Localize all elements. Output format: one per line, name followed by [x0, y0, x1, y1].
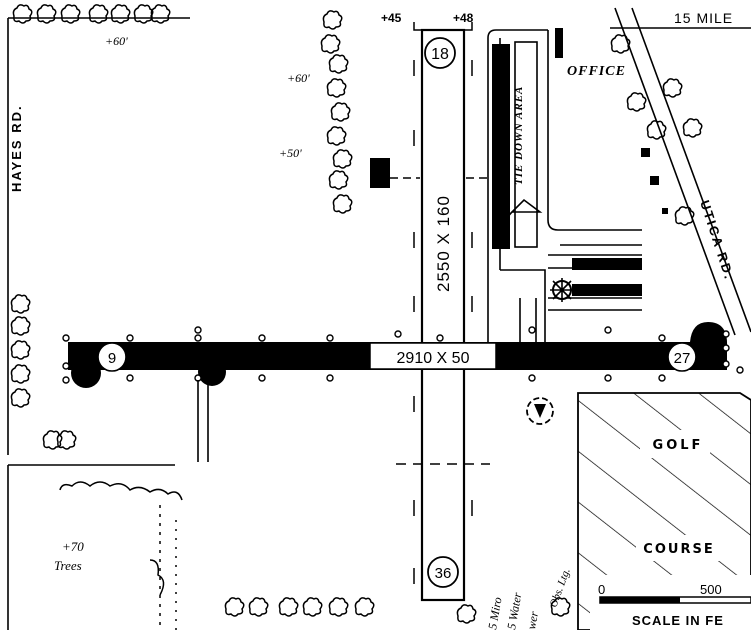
labels: HAYES RD. 15 MILE UTICA RD. +45 +48 18 3…: [9, 10, 737, 630]
bottom-note-3: wer: [524, 610, 541, 630]
office-label: OFFICE: [567, 64, 626, 79]
runway-lights: [62, 326, 744, 384]
runway-9-label: 9: [108, 350, 116, 367]
elevation-right-label: +48: [453, 11, 474, 25]
golf-label: GOLF: [653, 438, 704, 453]
beacon-icon: [550, 278, 574, 302]
runway-9-27-dimensions: 2910 X 50: [397, 350, 470, 367]
runway-27-label: 27: [674, 350, 691, 367]
obstruction-height-3: +50': [279, 146, 302, 160]
buildings: [370, 148, 668, 214]
trees-height-label: +70: [62, 539, 84, 554]
runway-18-marker: [424, 37, 456, 69]
wind-tee-icon: [497, 198, 543, 229]
elevation-left-label: +45: [381, 11, 402, 25]
obstruction-height-2: +60': [287, 71, 310, 85]
scale-zero: 0: [598, 582, 605, 597]
bottom-note-2: 5 Water: [504, 591, 524, 630]
hangar-building: [370, 158, 390, 188]
utica-rd-label: UTICA RD.: [697, 198, 737, 282]
bottom-note-1: 5 Miro: [485, 596, 504, 630]
segmented-circle-icon: [526, 397, 554, 425]
runway-9-27-label-box: [369, 342, 497, 370]
runway-18-36: [390, 22, 490, 602]
course-label: COURSE: [643, 542, 714, 557]
runway-36-label: 36: [435, 565, 452, 582]
scale-bar: [599, 596, 751, 604]
runway-9-27: [68, 322, 728, 388]
scale-500: 500: [700, 582, 722, 597]
scale-caption: SCALE IN FE: [632, 613, 724, 628]
tie-down-area-label: TIE DOWN AREA: [513, 86, 525, 185]
trees-label: Trees: [54, 558, 82, 573]
obstruction-height-1: +60': [105, 34, 128, 48]
tie-down-strips: [492, 28, 642, 296]
runway-18-label: 18: [431, 46, 449, 63]
runway-18-36-dimensions: 2550 X 160: [434, 195, 453, 292]
access-road: [197, 380, 209, 462]
hayes-rd-label: HAYES RD.: [9, 104, 24, 192]
tree-cluster: [59, 481, 183, 630]
runway-36-marker: [427, 556, 459, 588]
fifteen-mile-label: 15 MILE: [674, 10, 733, 26]
